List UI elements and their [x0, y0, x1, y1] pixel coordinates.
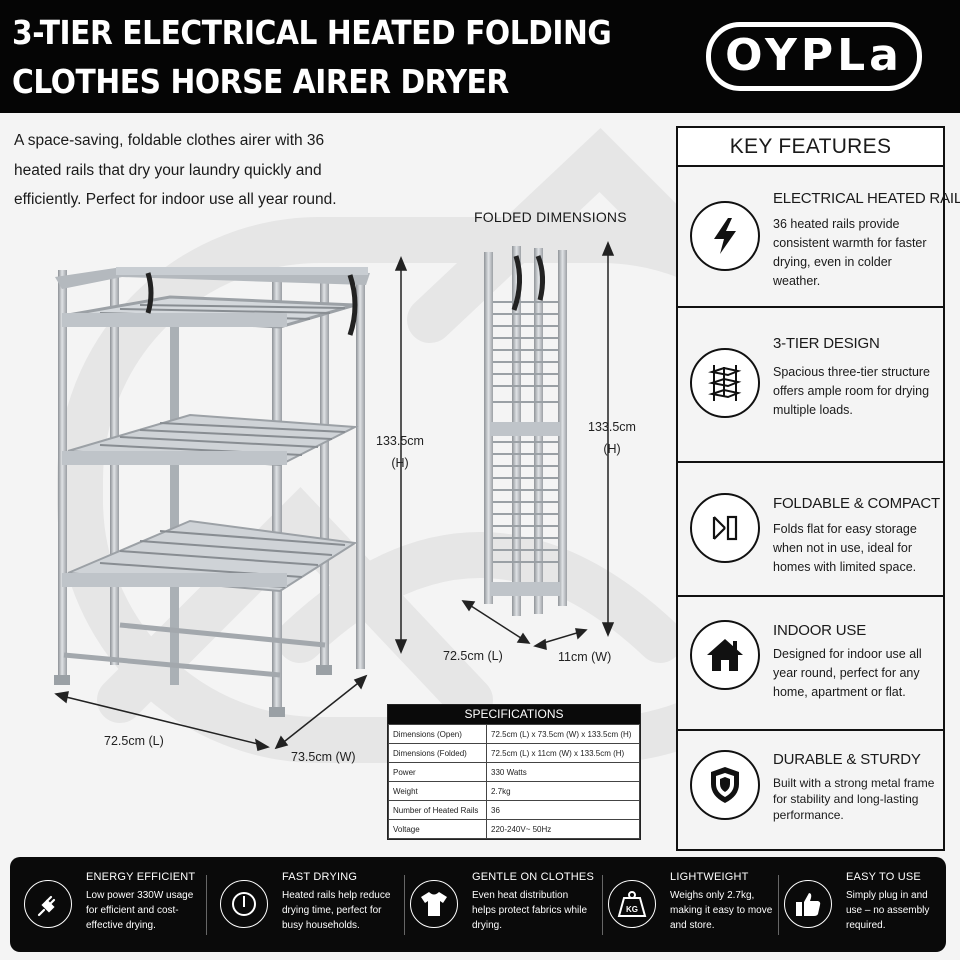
feature-desc: 36 heated rails provide consistent warmt… [773, 217, 927, 288]
footer-bar: ENERGY EFFICIENT Low power 330W usage fo… [10, 857, 946, 952]
folded-length-label: 72.5cm (L) [443, 649, 503, 663]
spec-value: 72.5cm (L) x 73.5cm (W) x 133.5cm (H) [486, 724, 640, 744]
house-icon [690, 620, 760, 690]
feature-title: 3-TIER DESIGN [773, 335, 880, 352]
lightning-bolt-icon [690, 201, 760, 271]
tshirt-icon [410, 880, 458, 928]
spec-value: 2.7kg [486, 781, 640, 801]
three-tier-rack-icon [690, 348, 760, 418]
spec-key: Power [388, 762, 487, 782]
footer-item: KG LIGHTWEIGHT Weighs only 2.7kg, making… [608, 857, 788, 952]
table-row: Dimensions (Folded)72.5cm (L) x 11cm (W)… [388, 743, 640, 763]
feature-title: FOLDABLE & COMPACT [773, 495, 940, 512]
spec-value: 36 [486, 800, 640, 820]
spec-key: Number of Heated Rails [388, 800, 487, 820]
footer-divider [404, 875, 405, 935]
spec-key: Dimensions (Folded) [388, 743, 487, 763]
footer-item: ENERGY EFFICIENT Low power 330W usage fo… [24, 857, 204, 952]
key-features-heading: KEY FEATURES [678, 128, 943, 167]
spec-key: Weight [388, 781, 487, 801]
footer-item-title: LIGHTWEIGHT [670, 871, 749, 883]
table-row: Dimensions (Open)72.5cm (L) x 73.5cm (W)… [388, 724, 640, 744]
footer-item-desc: Heated rails help reduce drying time, pe… [282, 890, 391, 931]
footer-item: EASY TO USE Simply plug in and use – no … [784, 857, 944, 952]
feature-title: DURABLE & STURDY [773, 751, 921, 768]
open-height-unit: (H) [391, 456, 409, 470]
folded-dimension-arrows [461, 241, 615, 651]
footer-item-title: FAST DRYING [282, 871, 358, 883]
brand-logo: OYPLa [706, 22, 922, 91]
feature-title: ELECTRICAL HEATED RAILS [773, 190, 960, 207]
spec-value: 330 Watts [486, 762, 640, 782]
feature-desc: Built with a strong metal frame for stab… [773, 776, 935, 822]
folded-airer-image [484, 246, 567, 616]
weight-icon: KG [608, 880, 656, 928]
open-height-value: 133.5cm [376, 434, 424, 448]
key-features-panel: KEY FEATURES ELECTRICAL HEATED RAILS 36 … [676, 126, 960, 851]
feature-item: 3-TIER DESIGN Spacious three-tier struct… [678, 306, 943, 463]
open-length-label: 72.5cm (L) [104, 734, 164, 748]
footer-item-desc: Simply plug in and use – no assembly req… [846, 890, 930, 931]
footer-item-title: EASY TO USE [846, 871, 921, 883]
footer-item: FAST DRYING Heated rails help reduce dry… [220, 857, 400, 952]
feature-item: INDOOR USE Designed for indoor use all y… [678, 595, 943, 729]
title-line-1: 3-TIER ELECTRICAL HEATED FOLDING [12, 13, 612, 52]
feature-item: DURABLE & STURDY Built with a strong met… [678, 729, 943, 849]
feature-desc: Spacious three-tier structure offers amp… [773, 365, 931, 417]
feature-desc: Designed for indoor use all year round, … [773, 647, 922, 699]
folded-width-label: 11cm (W) [558, 650, 612, 664]
folded-dimensions-heading: FOLDED DIMENSIONS [474, 209, 627, 225]
folded-height-label: 133.5cm (H) [582, 420, 642, 456]
feature-desc: Folds flat for easy storage when not in … [773, 522, 917, 574]
footer-item: GENTLE ON CLOTHES Even heat distribution… [410, 857, 595, 952]
footer-item-title: GENTLE ON CLOTHES [472, 871, 594, 883]
specifications-heading: SPECIFICATIONS [388, 705, 640, 724]
spec-key: Voltage [388, 819, 487, 839]
header-bar: 3-TIER ELECTRICAL HEATED FOLDING CLOTHES… [0, 0, 960, 113]
fold-icon [690, 493, 760, 563]
feature-title: INDOOR USE [773, 622, 867, 639]
specifications-table: SPECIFICATIONS Dimensions (Open)72.5cm (… [387, 704, 641, 840]
feature-item: FOLDABLE & COMPACT Folds flat for easy s… [678, 461, 943, 597]
folded-height-unit: (H) [603, 442, 621, 456]
folded-height-value: 133.5cm [588, 420, 636, 434]
plug-icon [24, 880, 72, 928]
footer-item-desc: Weighs only 2.7kg, making it easy to mov… [670, 890, 773, 931]
spec-value: 220-240V~ 50Hz [486, 819, 640, 839]
footer-item-desc: Low power 330W usage for efficient and c… [86, 890, 194, 931]
open-width-label: 73.5cm (W) [291, 750, 356, 764]
open-airer-image [54, 267, 370, 717]
page-title: 3-TIER ELECTRICAL HEATED FOLDING CLOTHES… [12, 8, 612, 106]
open-dimension-arrows [54, 256, 408, 751]
footer-divider [778, 875, 779, 935]
thumbs-up-icon [784, 880, 832, 928]
spec-value: 72.5cm (L) x 11cm (W) x 133.5cm (H) [486, 743, 640, 763]
open-height-label: 133.5cm (H) [370, 434, 430, 470]
svg-text:KG: KG [626, 905, 638, 914]
intro-text: A space-saving, foldable clothes airer w… [14, 132, 337, 208]
timer-icon [220, 880, 268, 928]
footer-divider [206, 875, 207, 935]
title-line-2: CLOTHES HORSE AIRER DRYER [12, 62, 509, 101]
footer-item-desc: Even heat distribution helps protect fab… [472, 890, 588, 931]
shield-icon [690, 750, 760, 820]
footer-divider [602, 875, 603, 935]
spec-key: Dimensions (Open) [388, 724, 487, 744]
feature-item: ELECTRICAL HEATED RAILS 36 heated rails … [678, 167, 960, 310]
footer-item-title: ENERGY EFFICIENT [86, 871, 196, 883]
